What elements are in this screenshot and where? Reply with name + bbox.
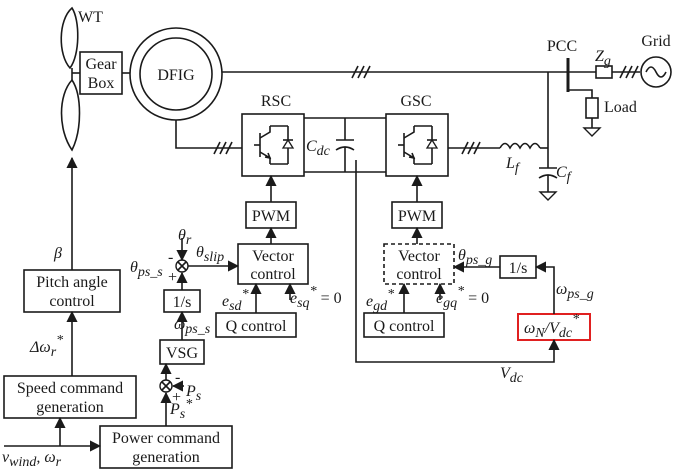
vector-rsc-line2: control: [250, 266, 296, 283]
gsc-label: GSC: [400, 93, 431, 110]
zg-label: Zg: [595, 48, 611, 69]
theta-ps-g-label: θps_g: [458, 247, 492, 268]
wt-label: WT: [78, 9, 103, 26]
rotor-three-phase-mark: [213, 141, 233, 155]
speed-line1: Speed command: [17, 380, 123, 397]
grid-three-phase-mark: [619, 65, 639, 79]
integrator-rsc-label: 1/s: [173, 294, 192, 311]
grid-label: Grid: [641, 33, 670, 50]
filter-inductor: [499, 142, 541, 150]
load-ground: [582, 127, 602, 137]
vsg-block: [159, 339, 205, 365]
omega-n-vdc-label: ωN/Vdc*: [524, 312, 579, 341]
ps-ref-label: Ps*: [169, 397, 192, 422]
dfig-inner-circle: [139, 37, 213, 111]
integrator-gsc-label: 1/s: [509, 260, 528, 277]
rsc-label: RSC: [261, 93, 291, 110]
dc-capacitor: [335, 118, 355, 172]
lf-label: Lf: [505, 155, 521, 176]
cf-label: Cf: [556, 164, 573, 185]
vector-control-gsc-block: [383, 243, 455, 285]
pitch-line2: control: [49, 293, 95, 310]
power-line2: generation: [132, 449, 200, 466]
theta-slip-label: θslip: [196, 244, 224, 265]
gearbox-label-line1: Gear: [85, 56, 117, 73]
speed-command-block: [3, 375, 137, 419]
q-control-gsc-block: [363, 312, 445, 338]
power-line1: Power command: [112, 430, 220, 447]
pwm-gsc-block: [391, 201, 443, 229]
q-control-rsc-block: [215, 312, 297, 338]
cdc-label: Cdc: [306, 138, 331, 159]
rsc-sum-plus: +: [168, 269, 177, 286]
esq-label: esq* = 0: [290, 284, 342, 311]
rotor-line: [175, 120, 242, 149]
rsc-sum-minus: -: [168, 249, 173, 266]
turbine-blade-lower: [60, 78, 81, 152]
egd-label: egd*: [366, 287, 394, 314]
wind-turbine: [60, 6, 81, 152]
vwind-omega-label: vwind, ωr: [2, 449, 62, 470]
vector-control-rsc-block: [237, 243, 309, 285]
filter-capacitor: [538, 148, 558, 201]
egq-label: egq* = 0: [436, 284, 489, 311]
ps-label: Ps: [185, 383, 202, 404]
speed-line2: generation: [36, 399, 104, 416]
grid-source-sine: [645, 66, 667, 78]
delta-omega-label: Δωr*: [29, 333, 63, 360]
turbine-blade-upper: [60, 6, 79, 70]
q-control-rsc-label: Q control: [226, 318, 287, 335]
dfig-label: DFIG: [157, 67, 195, 84]
theta-r-label: θr: [178, 227, 192, 248]
beta-label: β: [53, 245, 62, 262]
load-label: Load: [604, 99, 637, 116]
vector-rsc-line1: Vector: [252, 248, 294, 265]
vsg-label: VSG: [166, 345, 198, 362]
vector-gsc-line1: Vector: [398, 248, 440, 265]
power-sum-plus: +: [172, 389, 181, 406]
gsc-three-phase-mark: [461, 141, 481, 155]
rsc-converter: [241, 113, 305, 177]
pwm-gsc-label: PWM: [398, 208, 436, 225]
vdc-feedback-line: [355, 160, 560, 363]
esd-label: esd*: [222, 287, 249, 314]
omega-ps-g-label: ωps_g: [556, 281, 594, 302]
gsc-converter: [385, 113, 449, 177]
q-control-gsc-label: Q control: [374, 318, 435, 335]
pitch-line1: Pitch angle: [36, 274, 108, 291]
vector-gsc-line2: control: [396, 266, 442, 283]
grid-impedance: [595, 65, 613, 79]
gearbox-label-line2: Box: [88, 75, 115, 92]
load-line: [568, 89, 593, 98]
pwm-rsc-label: PWM: [252, 208, 290, 225]
gain-to-integrator: [534, 261, 555, 314]
vdc-label: Vdc: [500, 365, 524, 386]
load-resistor: [585, 97, 599, 119]
theta-ps-s-label: θps_s: [130, 259, 163, 280]
pcc-label: PCC: [547, 38, 577, 55]
omega-ps-s-label: ωps_s: [174, 316, 211, 337]
stator-three-phase-mark: [351, 65, 371, 79]
power-sum-minus: -: [175, 369, 180, 386]
